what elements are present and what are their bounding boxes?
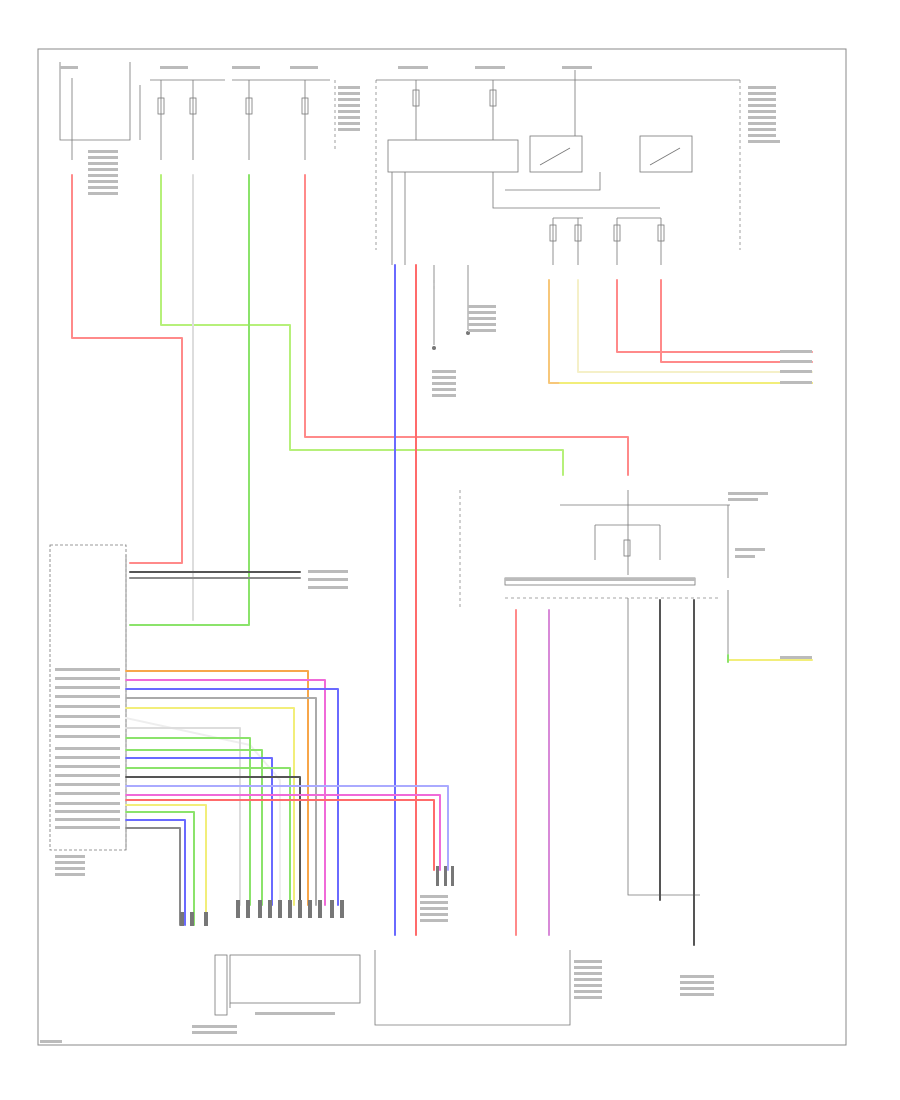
wire-harness-right: [548, 279, 813, 384]
wire-harness-center: [394, 264, 435, 936]
bottom-connectors: [180, 866, 454, 1016]
relay-switch-icon: [529, 135, 583, 173]
ipdm-relay-area: [375, 70, 741, 350]
diagram-border: [37, 48, 847, 1046]
fuse-panel: [59, 62, 336, 160]
relay-switch-icon: [639, 135, 693, 173]
remote-keyless-receiver: [214, 954, 228, 1016]
bcm-output-wires: [125, 670, 449, 926]
label-marks: [40, 66, 812, 1043]
combination-switch: [229, 954, 361, 1004]
wire-harness-left: [71, 174, 629, 626]
ipdm-relay: [387, 139, 519, 173]
wiper-washer-control-unit: [374, 490, 813, 1026]
fuse-icon: [623, 539, 631, 557]
